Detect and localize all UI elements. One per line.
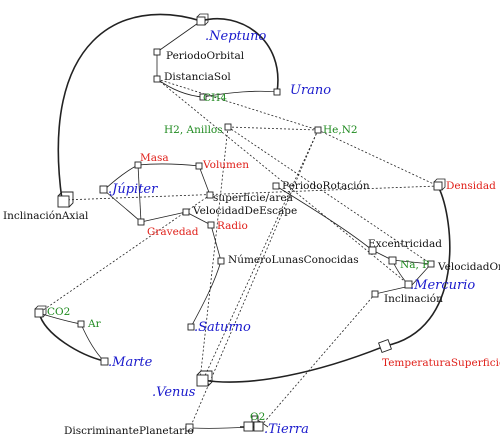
label-he-n2: He,N2 xyxy=(323,124,358,136)
edge-gravedad-velocidad xyxy=(140,211,187,223)
label-masa: Masa xyxy=(140,152,169,164)
label-jupiter: .Júpiter xyxy=(108,182,158,197)
labels: .Neptuno PeriodoOrbital DistanciaSol Ura… xyxy=(3,29,500,437)
label-discriminante-planetario: DiscriminantePlanetario xyxy=(64,425,194,437)
node-gravedad[interactable] xyxy=(137,218,145,226)
label-mercurio: .Mercurio xyxy=(410,278,475,293)
edge-hen2-discriminante xyxy=(189,129,319,429)
edge-masa-gravedad xyxy=(137,164,142,223)
node-ch4[interactable] xyxy=(199,93,207,101)
label-o2: O2 xyxy=(250,411,265,423)
node-periodo-orbital[interactable] xyxy=(153,48,161,56)
node-ar[interactable] xyxy=(77,320,85,328)
label-inclinacion: Inclinación xyxy=(384,293,443,305)
node-excentricidad[interactable] xyxy=(368,246,377,255)
edge-distanciasol-hen2 xyxy=(156,78,319,131)
label-na-p: Na, P xyxy=(400,259,429,271)
edge-velocidadorbital-mercurio xyxy=(411,263,432,286)
node-jupiter[interactable] xyxy=(99,185,108,194)
node-tierra[interactable] xyxy=(243,421,264,432)
label-co2: CO2 xyxy=(47,306,70,318)
label-periodo-rotacion: PeriodoRotación xyxy=(282,180,370,192)
edge-neptuno-periodoorbital xyxy=(156,20,202,53)
node-co2[interactable] xyxy=(34,305,47,318)
label-marte: .Marte xyxy=(108,355,153,370)
label-neptuno: .Neptuno xyxy=(205,29,266,44)
node-velocidad-orbital[interactable] xyxy=(427,260,435,268)
label-distancia-sol: DistanciaSol xyxy=(164,71,231,83)
edge-na-velocidadorbital xyxy=(391,259,432,265)
edge-neptuno-inclinacionaxial xyxy=(57,13,202,201)
label-inclinacion-axial: InclinaciónAxial xyxy=(3,210,89,222)
edge-h2-venus xyxy=(199,126,229,381)
edge-hen2-densidad xyxy=(317,129,439,187)
node-he-n2[interactable] xyxy=(314,126,322,134)
edge-h2-velocidadorbital xyxy=(227,126,432,265)
label-volumen: Volumen xyxy=(202,159,249,171)
node-discriminante-planetario[interactable] xyxy=(185,423,194,432)
node-distancia-sol[interactable] xyxy=(153,75,161,83)
edge-inclinacion-tierra xyxy=(259,293,376,428)
node-venus[interactable] xyxy=(196,370,213,387)
label-venus: .Venus xyxy=(152,385,196,400)
node-inclinacion-axial[interactable] xyxy=(57,191,74,208)
node-saturno[interactable] xyxy=(187,323,195,331)
nodes xyxy=(34,13,446,432)
edge-masa-volumen xyxy=(137,163,200,167)
label-excentricidad: Excentricidad xyxy=(368,238,442,250)
node-periodo-rotacion[interactable] xyxy=(272,182,280,190)
edge-temperatura-venus xyxy=(202,345,386,383)
edge-neptuno-urano xyxy=(200,17,279,93)
edge-hen2-venus xyxy=(202,129,319,381)
edge-radio-numerolunas xyxy=(210,224,222,262)
node-temperatura-superficie[interactable] xyxy=(378,339,392,353)
edge-velocidad-radio xyxy=(185,211,212,226)
edge-co2-marte xyxy=(38,312,105,362)
node-superficie-area[interactable] xyxy=(206,191,214,199)
node-h2-anillos[interactable] xyxy=(224,123,232,131)
node-velocidad-escape[interactable] xyxy=(182,208,190,216)
node-masa[interactable] xyxy=(134,161,142,169)
label-densidad: Densidad xyxy=(446,180,496,192)
label-gravedad: Gravedad xyxy=(147,226,199,238)
label-h2-anillos: H2, Anillos xyxy=(164,124,223,136)
node-neptuno[interactable] xyxy=(196,13,209,26)
label-periodo-orbital: PeriodoOrbital xyxy=(166,50,245,62)
node-mercurio[interactable] xyxy=(404,280,413,289)
edge-densidad-temperatura xyxy=(384,185,451,347)
edge-mercurio-inclinacion xyxy=(374,285,411,295)
edge-discriminante-tierra xyxy=(191,426,249,429)
node-radio[interactable] xyxy=(207,221,215,229)
label-velocidad-orbital: VelocidadOrbi xyxy=(437,261,500,273)
node-urano[interactable] xyxy=(273,88,281,96)
edge-numerolunas-saturno xyxy=(190,260,222,328)
edge-periodorotacion-excentricidad xyxy=(275,185,373,251)
label-tierra: .Tierra xyxy=(264,422,309,437)
label-temperatura-superficie: TemperaturaSuperficie xyxy=(382,357,500,369)
node-na-p[interactable] xyxy=(388,256,397,265)
label-superficie-area: superficie/area xyxy=(213,192,293,204)
label-velocidad-escape: VelocidadDeEscape xyxy=(192,205,297,217)
node-densidad[interactable] xyxy=(433,178,446,191)
node-inclinacion[interactable] xyxy=(371,290,379,298)
label-ar: Ar xyxy=(87,318,102,330)
label-numero-lunas: NúmeroLunasConocidas xyxy=(228,254,359,266)
label-radio: Radio xyxy=(217,220,248,232)
label-urano: Urano xyxy=(290,83,331,98)
node-marte[interactable] xyxy=(100,357,109,366)
node-numero-lunas[interactable] xyxy=(217,257,225,265)
label-saturno: .Saturno xyxy=(194,320,251,335)
label-ch4: CH4 xyxy=(203,92,227,104)
edge-volumen-superficie xyxy=(198,165,211,196)
edge-superficie-marte xyxy=(38,194,211,314)
edge-h2-hen2 xyxy=(227,126,319,131)
node-volumen[interactable] xyxy=(195,162,203,170)
